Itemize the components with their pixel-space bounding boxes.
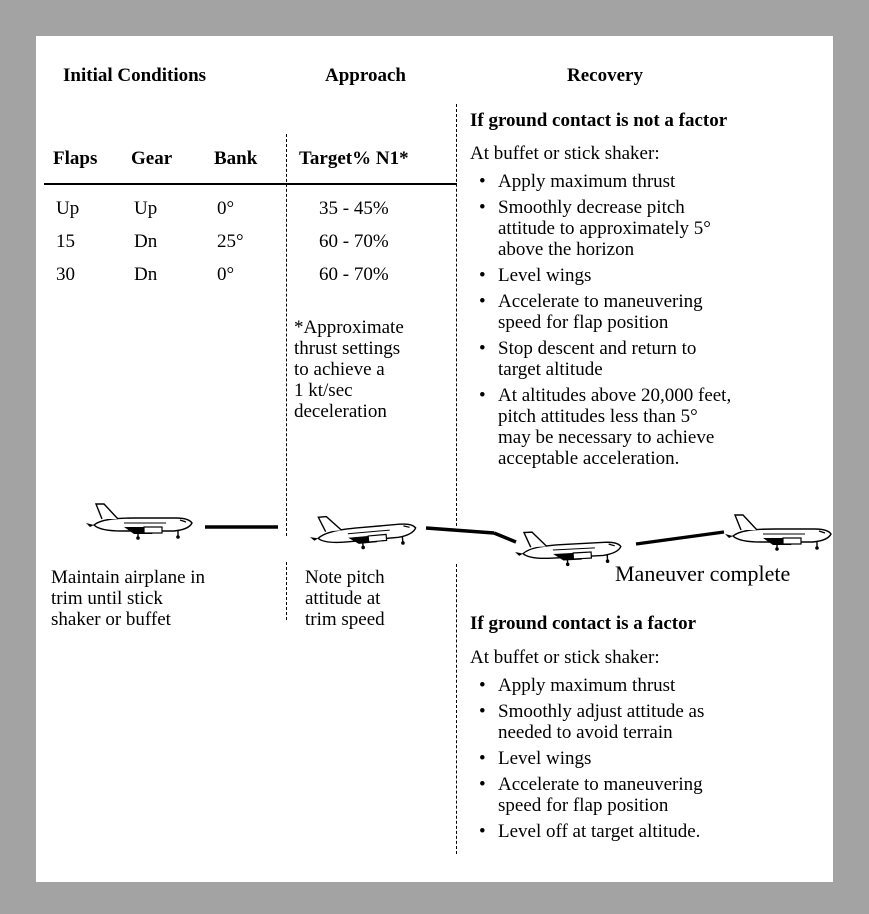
header-recovery: Recovery (567, 65, 643, 86)
recovery-no-ground-lead: At buffet or stick shaker: (470, 143, 660, 164)
recovery-ground-lead: At buffet or stick shaker: (470, 647, 660, 668)
caption-maintain-trim: Maintain airplane in trim until stick sh… (51, 567, 206, 630)
cell-bank: 0° (217, 198, 235, 219)
list-item: Apply maximum thrust (477, 171, 731, 192)
cell-bank: 0° (217, 264, 235, 285)
cell-gear: Dn (134, 231, 158, 252)
airplane-icon (724, 514, 832, 552)
caption-maneuver-complete: Maneuver complete (615, 561, 791, 586)
airplane-icon (85, 503, 193, 541)
path-segment (635, 530, 725, 546)
airplane-icon (513, 526, 623, 570)
cell-target: 60 - 70% (319, 231, 389, 252)
list-item: Accelerate to maneuvering speed for flap… (477, 774, 704, 816)
airplane-icon (307, 508, 418, 555)
recovery-divider-upper (456, 104, 457, 526)
list-item: Smoothly adjust attitude as needed to av… (477, 701, 704, 743)
approach-divider-upper (286, 134, 287, 536)
col-flaps: Flaps (53, 148, 98, 169)
recovery-no-ground-list: Apply maximum thrust Smoothly decrease p… (477, 171, 731, 474)
recovery-no-ground-heading: If ground contact is not a factor (470, 110, 728, 131)
path-segment (425, 526, 495, 535)
approach-divider-lower (286, 562, 287, 620)
recovery-divider-lower (456, 564, 457, 854)
recovery-ground-list: Apply maximum thrust Smoothly adjust att… (477, 675, 704, 847)
header-approach: Approach (325, 65, 406, 86)
cell-flaps: 15 (56, 231, 75, 252)
table-header-rule (44, 183, 457, 185)
col-bank: Bank (214, 148, 258, 169)
list-item: Apply maximum thrust (477, 675, 704, 696)
cell-flaps: Up (56, 198, 80, 219)
cell-target: 60 - 70% (319, 264, 389, 285)
list-item: Smoothly decrease pitch attitude to appr… (477, 197, 731, 260)
cell-flaps: 30 (56, 264, 75, 285)
path-segment (493, 531, 517, 544)
header-initial-conditions: Initial Conditions (63, 65, 207, 86)
list-item: Level off at target altitude. (477, 821, 704, 842)
cell-gear: Dn (134, 264, 158, 285)
col-gear: Gear (131, 148, 173, 169)
flight-path-graphic (85, 503, 832, 570)
cell-gear: Up (134, 198, 158, 219)
cell-target: 35 - 45% (319, 198, 389, 219)
list-item: At altitudes above 20,000 feet, pitch at… (477, 385, 731, 469)
thrust-footnote: *Approximate thrust settings to achieve … (294, 317, 404, 422)
list-item: Level wings (477, 748, 704, 769)
recovery-ground-heading: If ground contact is a factor (470, 613, 697, 634)
cell-bank: 25° (217, 231, 244, 252)
list-item: Stop descent and return to target altitu… (477, 338, 731, 380)
caption-note-pitch: Note pitch attitude at trim speed (305, 567, 385, 630)
list-item: Level wings (477, 265, 731, 286)
list-item: Accelerate to maneuvering speed for flap… (477, 291, 731, 333)
col-target-n1: Target% N1* (299, 148, 409, 169)
procedure-panel: Initial Conditions Approach Recovery Fla… (36, 36, 833, 882)
